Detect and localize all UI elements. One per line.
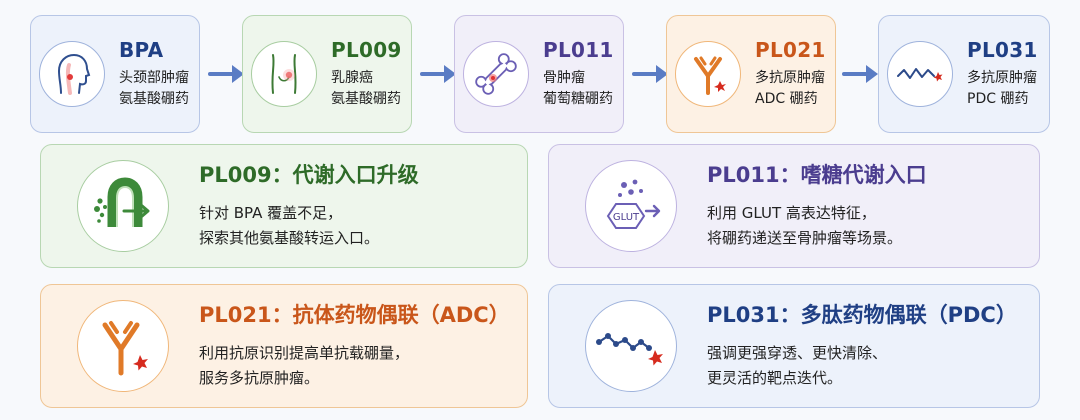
- step-drug-class: 葡萄糖硼药: [543, 91, 613, 107]
- step-bpa: BPA 头颈部肿瘤 氨基酸硼药: [30, 15, 200, 133]
- card-title: PL021：抗体药物偶联（ADC）: [199, 303, 510, 327]
- step-indication: 骨肿瘤: [543, 70, 585, 86]
- step-pl031-icon-circle: [887, 41, 953, 107]
- bone-icon: [475, 53, 517, 95]
- card-description-line: 针对 BPA 覆盖不足，: [199, 204, 343, 222]
- step-indication: 乳腺癌: [331, 70, 373, 86]
- card-description-line: 将硼药递送至骨肿瘤等场景。: [707, 229, 903, 247]
- step-indication: 多抗原肿瘤: [755, 70, 825, 86]
- step-drug-class: 氨基酸硼药: [119, 91, 189, 107]
- card-pl021-icon-circle: [77, 300, 169, 392]
- card-title: PL011：嗜糖代谢入口: [707, 163, 927, 187]
- card-title: PL031：多肽药物偶联（PDC）: [707, 303, 1017, 327]
- card-pl009: PL009：代谢入口升级 针对 BPA 覆盖不足， 探索其他氨基酸转运入口。: [40, 144, 528, 268]
- card-pl009-icon-circle: [77, 160, 169, 252]
- step-pl011: PL011 骨肿瘤 葡萄糖硼药: [454, 15, 624, 133]
- step-drug-class: 氨基酸硼药: [331, 91, 401, 107]
- flow-arrow-icon: [208, 65, 244, 83]
- step-bpa-icon-circle: [39, 41, 105, 107]
- card-title: PL009：代谢入口升级: [199, 163, 419, 187]
- step-pl009-icon-circle: [251, 41, 317, 107]
- step-code: PL031: [967, 38, 1038, 62]
- step-code: PL011: [543, 38, 614, 62]
- step-pl031: PL031 多抗原肿瘤 PDC 硼药: [878, 15, 1050, 133]
- card-description-line: 服务多抗原肿瘤。: [199, 369, 320, 387]
- flow-arrow-icon: [632, 65, 668, 83]
- card-description-line: 利用 GLUT 高表达特征，: [707, 204, 876, 222]
- peptide-chain-icon: [596, 333, 663, 366]
- card-description-line: 强调更强穿透、更快清除、: [707, 344, 888, 362]
- step-code: PL009: [331, 38, 402, 62]
- card-pl031-icon-circle: [585, 300, 677, 392]
- transporter-gate-icon: [94, 177, 150, 227]
- card-pl011-icon-circle: GLUT: [585, 160, 677, 252]
- step-pl021: PL021 多抗原肿瘤 ADC 硼药: [666, 15, 836, 133]
- head-neck-icon: [57, 53, 91, 95]
- card-description-line: 探索其他氨基酸转运入口。: [199, 229, 380, 247]
- step-pl009: PL009 乳腺癌 氨基酸硼药: [242, 15, 412, 133]
- antibody-icon: [694, 56, 726, 95]
- card-description-line: 利用抗原识别提高单抗载硼量，: [199, 344, 410, 362]
- glut-transporter-icon: GLUT: [606, 179, 661, 229]
- step-pl021-icon-circle: [675, 41, 741, 107]
- card-pl011: GLUT PL011：嗜糖代谢入口 利用 GLUT 高表达特征， 将硼药递送至骨…: [548, 144, 1040, 268]
- step-code: BPA: [119, 38, 164, 62]
- step-pl011-icon-circle: [463, 41, 529, 107]
- step-drug-class: ADC 硼药: [755, 91, 818, 107]
- card-pl031: PL031：多肽药物偶联（PDC） 强调更强穿透、更快清除、 更灵活的靶点迭代。: [548, 284, 1040, 408]
- step-indication: 头颈部肿瘤: [119, 70, 189, 86]
- antibody-icon: [102, 321, 148, 376]
- card-description-line: 更灵活的靶点迭代。: [707, 369, 843, 387]
- step-code: PL021: [755, 38, 826, 62]
- flow-arrow-icon: [420, 65, 456, 83]
- peptide-chain-icon: [897, 68, 943, 82]
- pipeline-flow: BPA 头颈部肿瘤 氨基酸硼药 PL009 乳腺癌 氨基酸硼药: [30, 15, 1050, 133]
- flow-arrow-icon: [842, 65, 878, 83]
- breast-torso-icon: [271, 54, 297, 94]
- step-indication: 多抗原肿瘤: [967, 70, 1037, 86]
- glut-label: GLUT: [613, 212, 640, 223]
- step-drug-class: PDC 硼药: [967, 91, 1029, 107]
- card-pl021: PL021：抗体药物偶联（ADC） 利用抗原识别提高单抗载硼量， 服务多抗原肿瘤…: [40, 284, 528, 408]
